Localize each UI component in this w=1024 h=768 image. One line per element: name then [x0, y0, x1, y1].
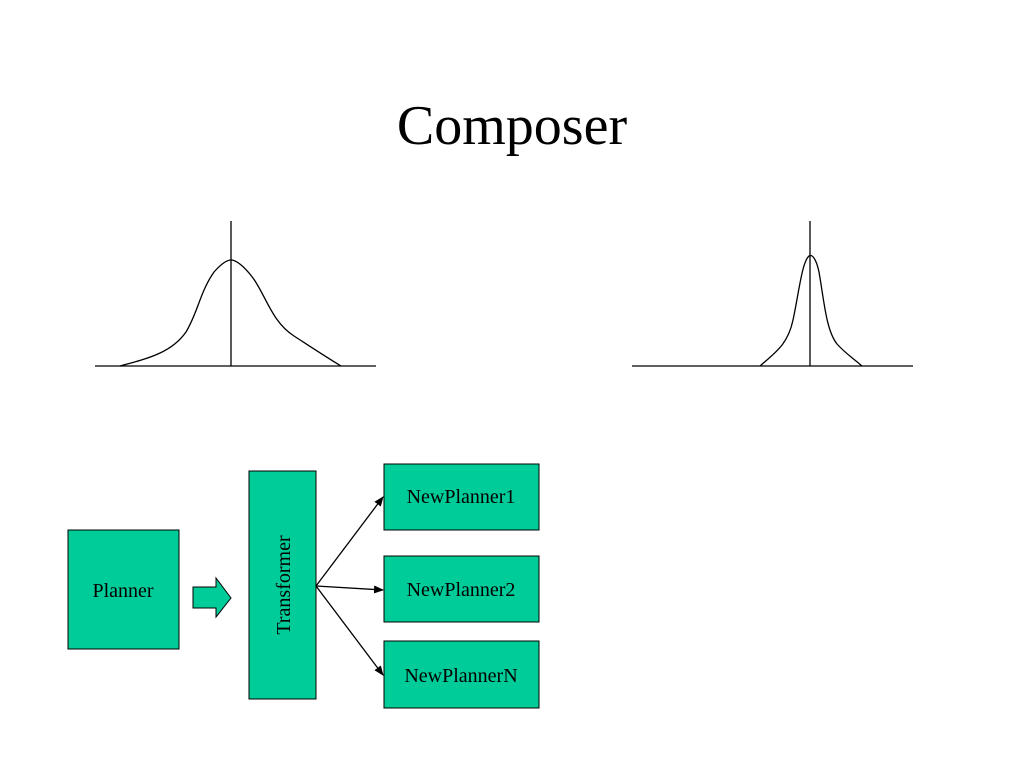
slide-title: Composer — [396, 95, 628, 157]
wide-curve-shape — [119, 259, 342, 367]
newplannern-label: NewPlannerN — [404, 665, 517, 687]
newplanner2-label: NewPlanner2 — [407, 579, 516, 601]
transformer-box: Transformer — [248, 470, 317, 700]
wide-distribution-curve — [95, 221, 376, 367]
block-arrow-right — [192, 576, 232, 619]
narrow-distribution-curve — [632, 221, 913, 367]
arrow-to-newplannern — [315, 585, 384, 676]
arrow-to-newplanner2 — [315, 585, 384, 594]
newplanner1-box: NewPlanner1 — [383, 463, 540, 531]
narrow-curve-shape — [759, 254, 863, 367]
arrow-to-newplanner1 — [315, 496, 384, 587]
newplanner2-box: NewPlanner2 — [383, 555, 540, 623]
newplannern-box: NewPlannerN — [383, 640, 540, 709]
transformer-label: Transformer — [273, 535, 295, 635]
planner-label: Planner — [92, 580, 153, 602]
newplanner1-label: NewPlanner1 — [407, 486, 516, 508]
planner-box: Planner — [67, 529, 180, 650]
